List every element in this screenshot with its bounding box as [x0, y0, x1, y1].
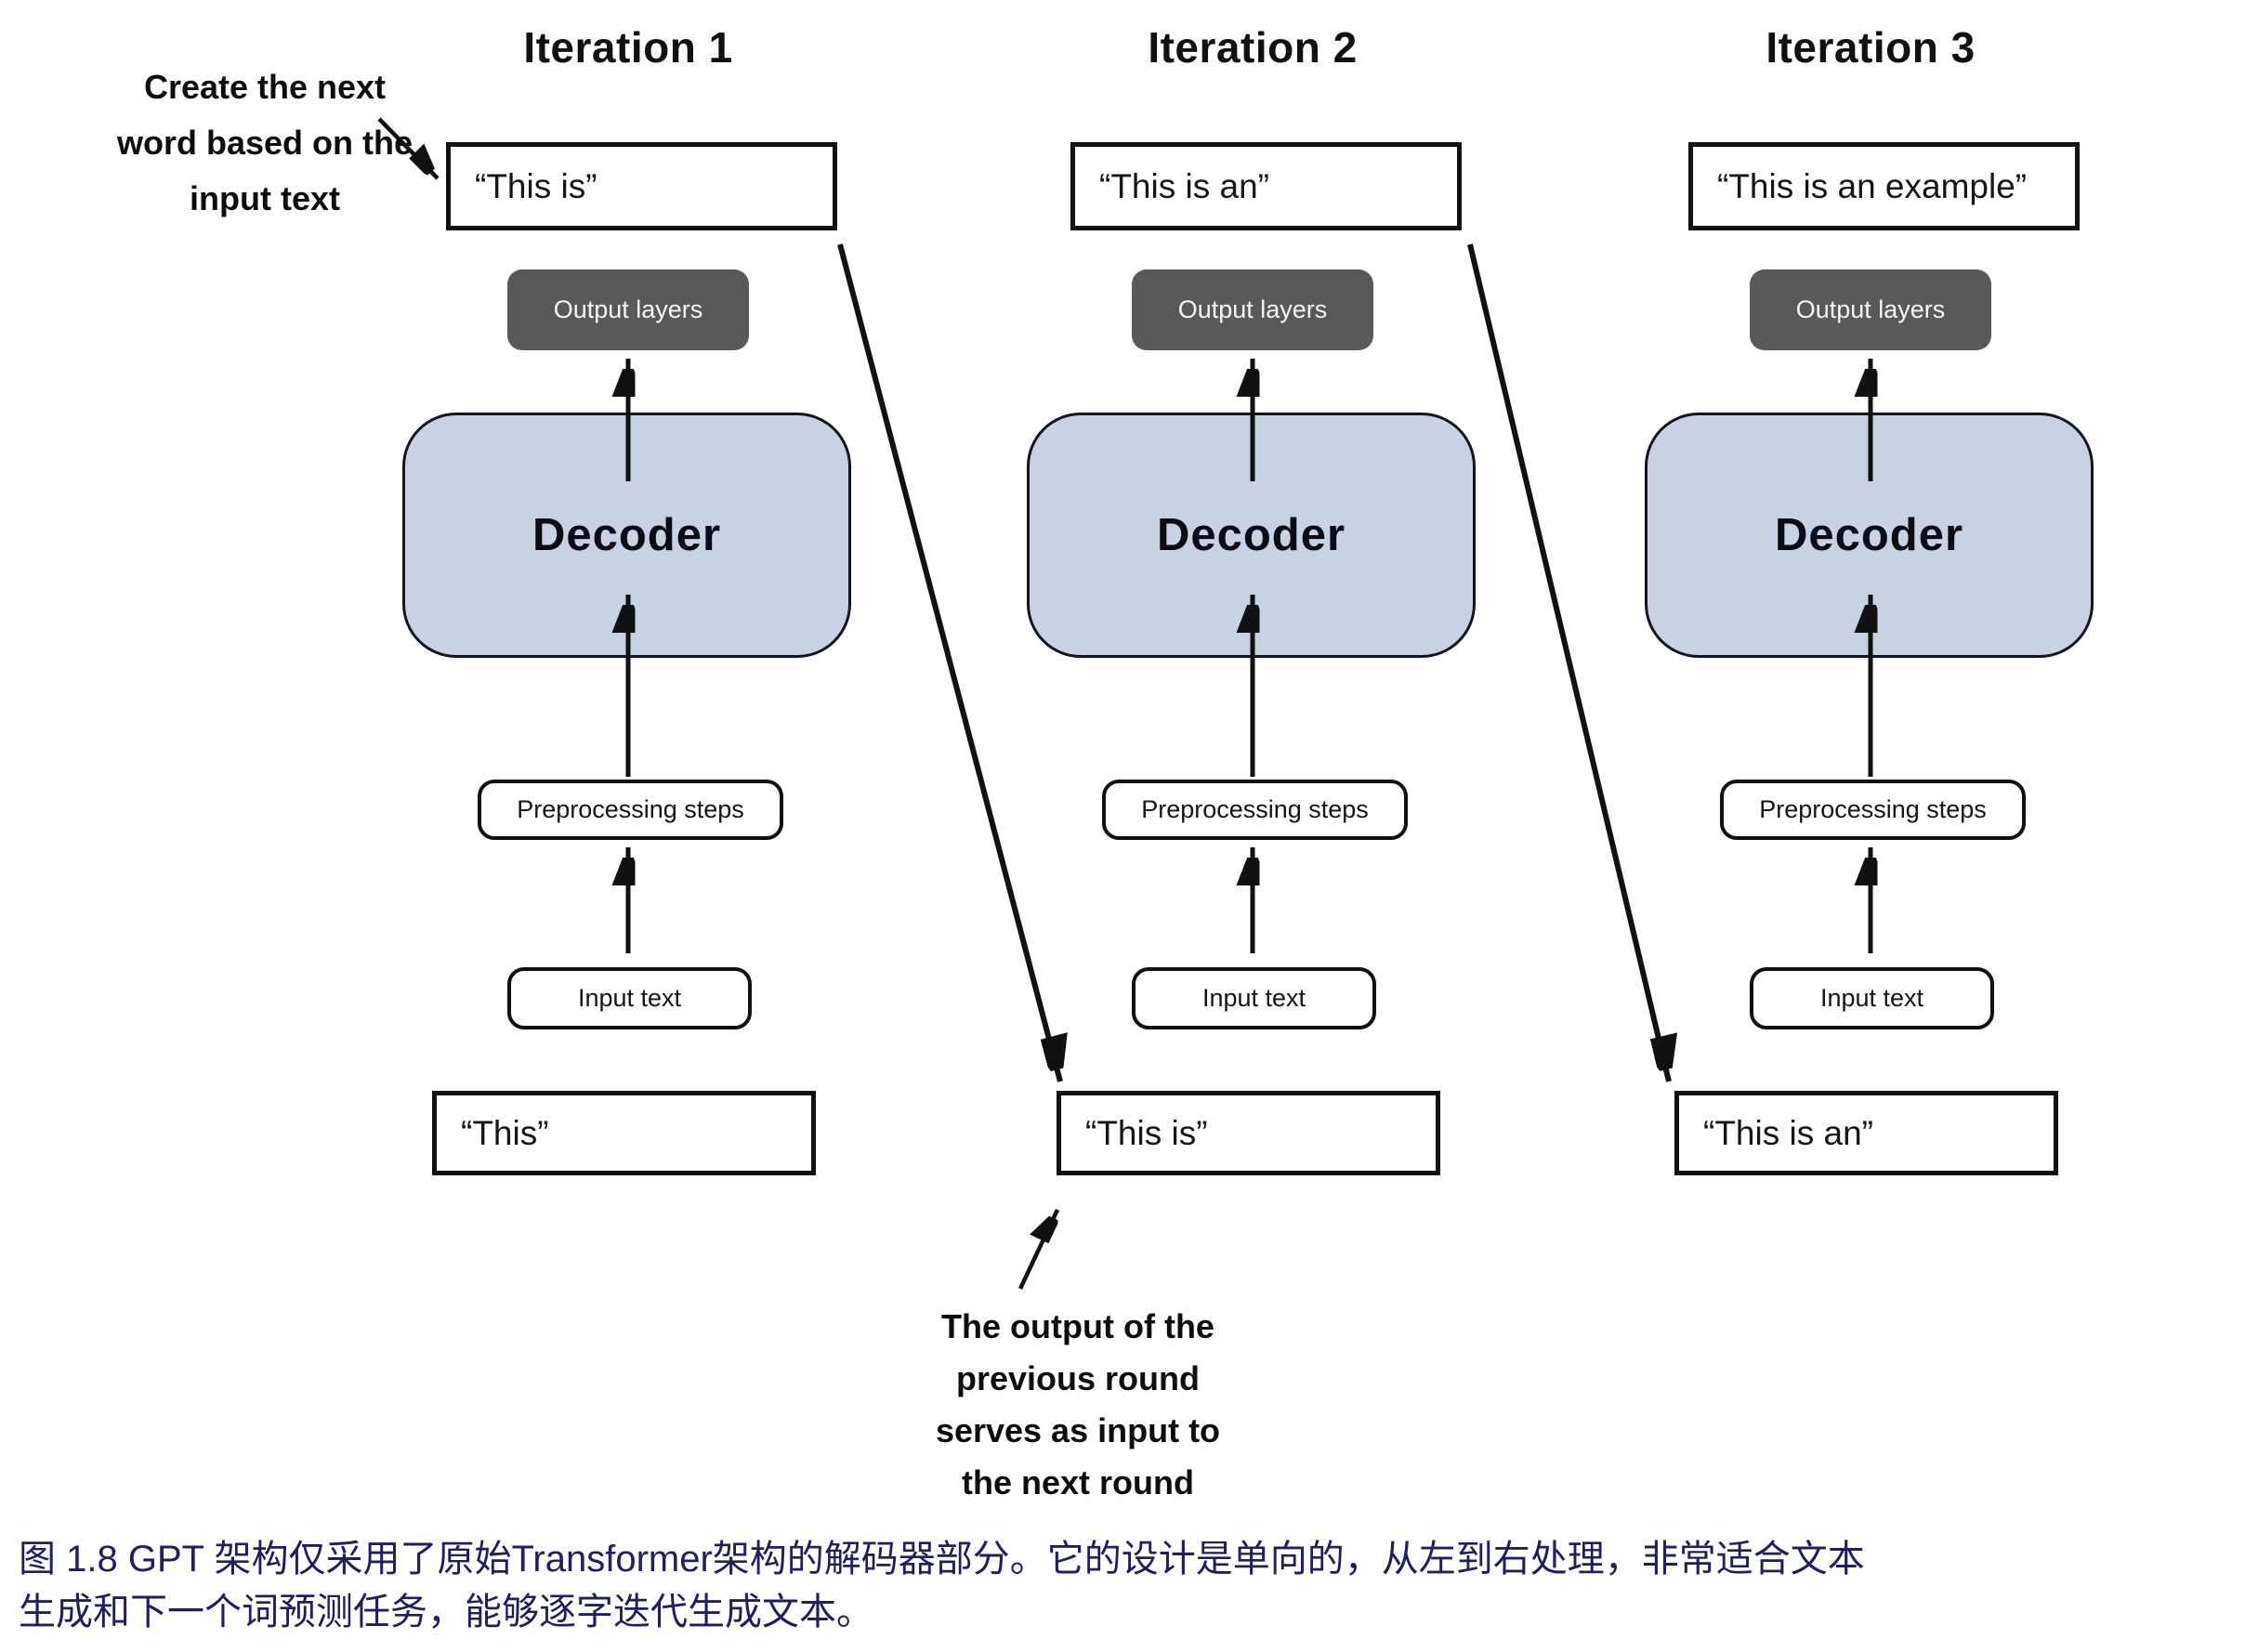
input-text-pill: Input text — [1132, 967, 1376, 1029]
annotation-line: previous round — [955, 1359, 1201, 1397]
arrow-annotation-bottom — [1017, 1209, 1060, 1290]
annotation-line: input text — [190, 179, 340, 217]
annotation-line: Create the next — [143, 68, 387, 106]
caption-line: 生成和下一个词预测任务，能够逐字迭代生成文本。 — [19, 1592, 873, 1632]
caption-line: 图 1.8 GPT 架构仅采用了原始Transformer架构的解码器部分。它的… — [19, 1539, 1865, 1580]
preprocessing-box: Preprocessing steps — [1720, 780, 2026, 840]
output-layers-box: Output layers — [507, 269, 749, 350]
annotation-line: the next round — [962, 1463, 1194, 1501]
column-title: Iteration 1 — [523, 23, 733, 72]
column-title: Iteration 3 — [1766, 23, 1976, 72]
annotation-line: serves as input to — [935, 1411, 1221, 1449]
annotation-line: word based on the — [116, 124, 414, 162]
annotation-create-next-word: Create the next word based on the input … — [88, 59, 441, 227]
output-layers-box: Output layers — [1132, 269, 1373, 350]
column-title: Iteration 2 — [1148, 23, 1358, 72]
input-text-pill: Input text — [507, 967, 752, 1029]
generated-text-box: “This is” — [446, 142, 837, 230]
generated-text-box: “This is an example” — [1688, 142, 2080, 230]
arrow-output2-to-input3 — [1467, 243, 1669, 1082]
decoder-box: Decoder — [402, 413, 851, 658]
generated-text-box: “This is an” — [1070, 142, 1462, 230]
annotation-output-feeds-input: The output of the previous round serves … — [906, 1301, 1250, 1509]
preprocessing-box: Preprocessing steps — [1102, 780, 1408, 840]
annotation-line: The output of the — [941, 1307, 1214, 1345]
input-string-box: “This” — [432, 1091, 816, 1175]
figure-caption: 图 1.8 GPT 架构仅采用了原始Transformer架构的解码器部分。它的… — [19, 1533, 2249, 1639]
input-string-box: “This is an” — [1674, 1091, 2058, 1175]
input-text-pill: Input text — [1750, 967, 1994, 1029]
decoder-box: Decoder — [1027, 413, 1476, 658]
arrow-output1-to-input2 — [837, 243, 1060, 1082]
output-layers-box: Output layers — [1750, 269, 1991, 350]
preprocessing-box: Preprocessing steps — [478, 780, 783, 840]
decoder-box: Decoder — [1645, 413, 2094, 658]
input-string-box: “This is” — [1057, 1091, 1440, 1175]
